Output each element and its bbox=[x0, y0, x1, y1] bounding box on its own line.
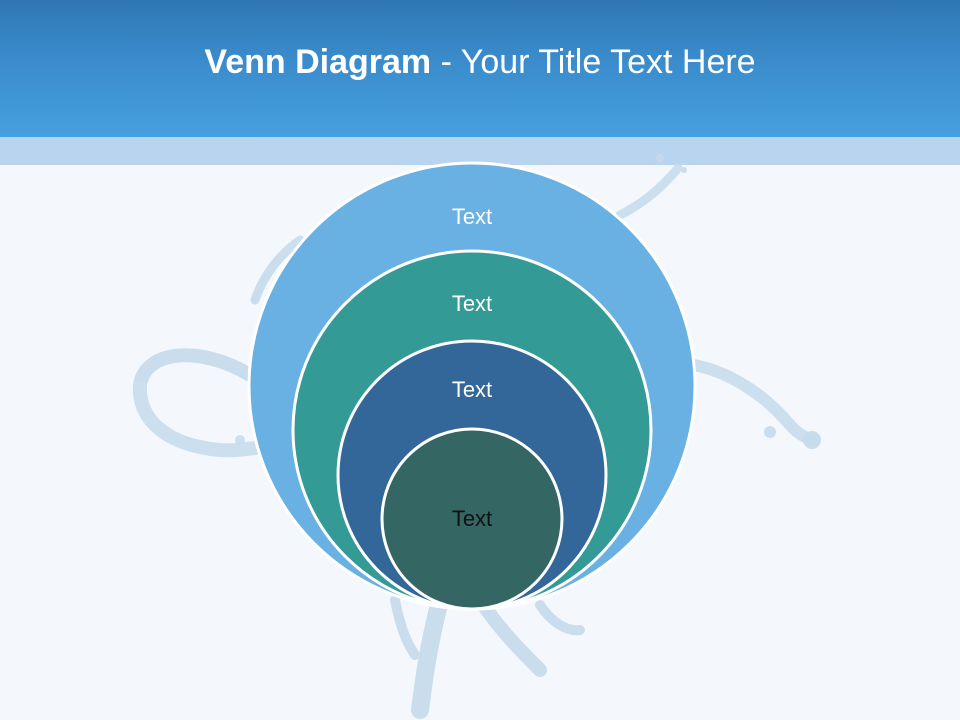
water-droplets bbox=[235, 154, 821, 449]
title-bold: Venn Diagram bbox=[204, 43, 432, 81]
nested-circles bbox=[247, 161, 697, 611]
circle-inner-label: Text bbox=[452, 506, 492, 531]
circle-second-label: Text bbox=[452, 291, 492, 316]
title-rest: - Your Title Text Here bbox=[431, 43, 756, 81]
accent-band bbox=[0, 137, 960, 165]
slide-title: Venn Diagram - Your Title Text Here bbox=[0, 40, 960, 84]
circle-inner bbox=[380, 427, 564, 611]
circle-outer-label: Text bbox=[452, 204, 492, 229]
title-bar bbox=[0, 0, 960, 137]
circle-third-label: Text bbox=[452, 377, 492, 402]
water-splash-decoration bbox=[132, 163, 821, 719]
